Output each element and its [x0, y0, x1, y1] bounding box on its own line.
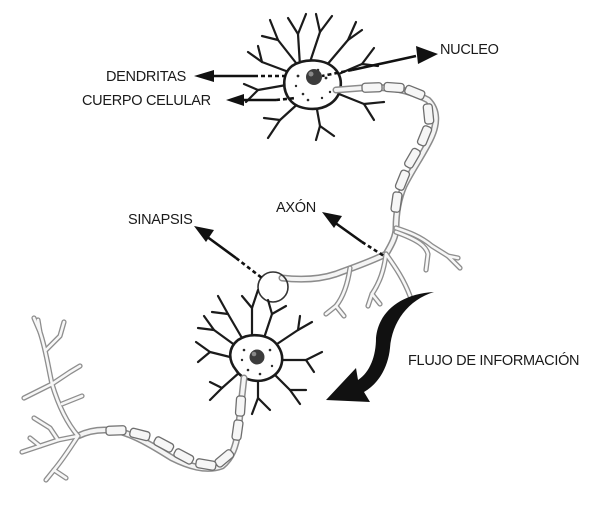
cuerpo-celular-label: CUERPO CELULAR — [82, 93, 211, 109]
upper-nucleus — [306, 69, 322, 85]
information-flow-arrow — [326, 292, 434, 402]
dendritas-pointer — [194, 70, 286, 82]
lower-nucleus — [250, 350, 265, 365]
cuerpo-celular-pointer — [226, 94, 296, 106]
flujo-informacion-label: FLUJO DE INFORMACIÓN — [408, 352, 579, 369]
axon-pointer — [322, 212, 384, 256]
lower-axon-terminals — [22, 318, 82, 480]
sinapsis-pointer — [194, 226, 262, 278]
lower-nucleolus — [252, 352, 257, 357]
nucleo-label: NUCLEO — [440, 42, 499, 58]
sinapsis-label: SINAPSIS — [128, 212, 193, 228]
lower-neuron — [196, 290, 322, 414]
synapse-circle — [258, 272, 288, 302]
dendritas-label: DENDRITAS — [106, 69, 186, 85]
axon-label: AXÓN — [276, 199, 316, 216]
upper-nucleolus — [309, 72, 314, 77]
